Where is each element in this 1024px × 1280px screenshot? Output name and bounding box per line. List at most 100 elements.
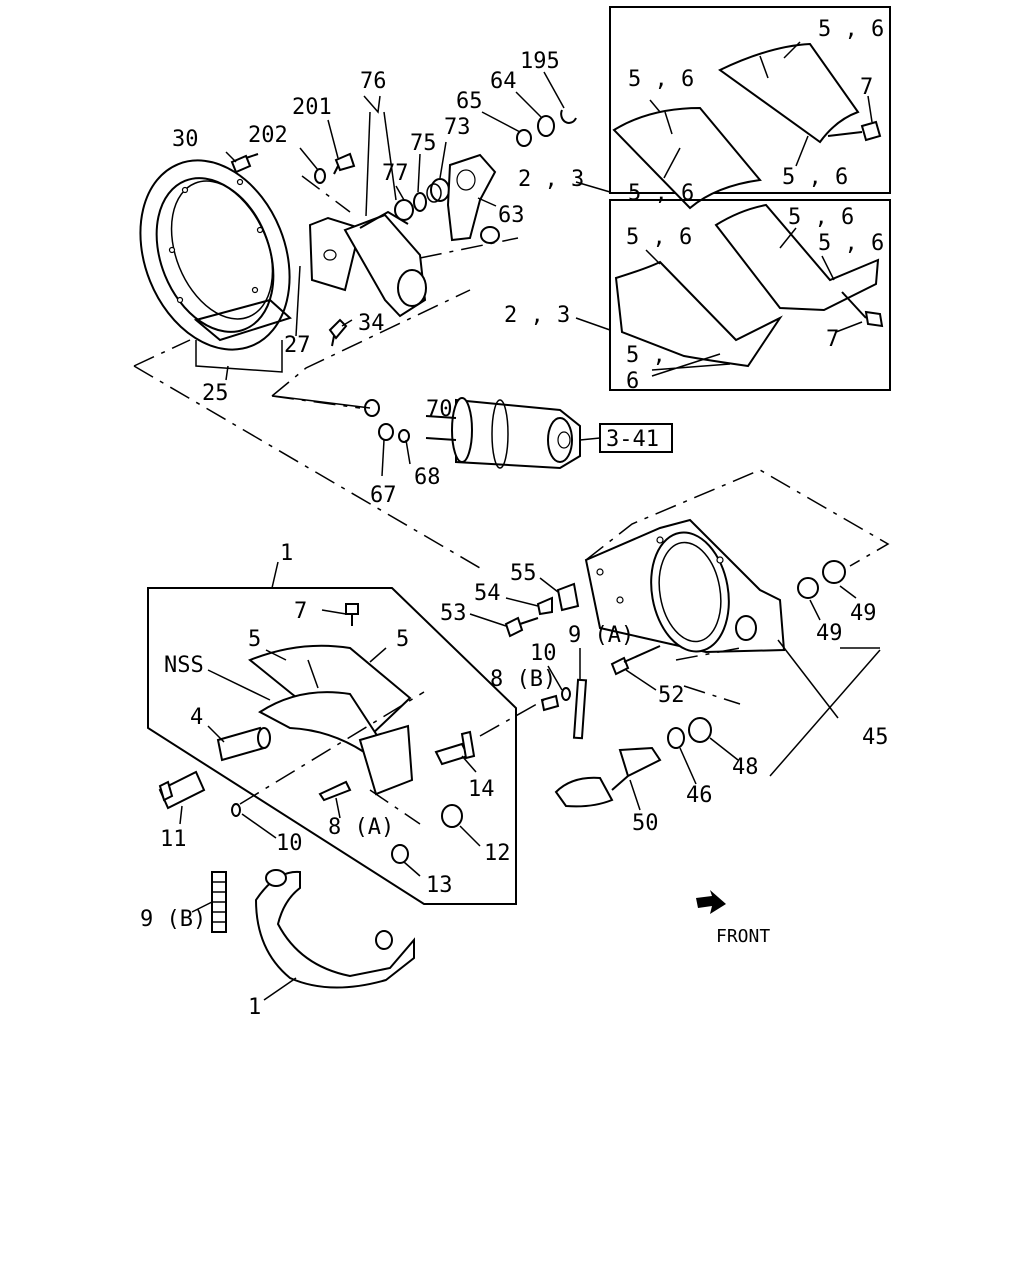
shoe-mid-left xyxy=(614,260,783,368)
callout-7-tr: 7 xyxy=(860,75,873,100)
shoe-assembly-box xyxy=(147,587,517,905)
pin-8a xyxy=(318,780,352,802)
camshaft-50 xyxy=(554,746,662,808)
callout-12: 12 xyxy=(484,841,511,866)
callout-7-mr: 7 xyxy=(826,327,839,352)
brake-spider xyxy=(584,518,786,654)
lining-box-top xyxy=(609,6,891,194)
snap-ring-195 xyxy=(560,109,577,124)
callout-55: 55 xyxy=(510,561,537,586)
washer-68 xyxy=(398,429,410,443)
callout-195: 195 xyxy=(520,49,560,74)
lining-box-mid xyxy=(609,199,891,391)
callout-201: 201 xyxy=(292,95,332,120)
slack-adjuster-63 xyxy=(446,153,500,244)
callout-34: 34 xyxy=(358,311,385,336)
brake-shoe-lower xyxy=(254,869,415,989)
callout-2-3-mid: 2 , 3 xyxy=(504,303,570,328)
callout-5-mr: 5 , xyxy=(626,343,666,368)
brake-chamber xyxy=(425,397,581,470)
callout-3-41-box xyxy=(599,423,673,453)
callout-5-6-tr-d: 5 , 6 xyxy=(782,165,848,190)
callout-5-6-tr-b: 5 , 6 xyxy=(628,67,694,92)
spring-9a xyxy=(572,678,588,740)
callout-labels: 30 202 201 76 77 75 73 65 64 195 63 2 , … xyxy=(140,17,889,1020)
callout-8a: 8 (A) xyxy=(328,815,394,840)
pin-14 xyxy=(434,730,476,766)
spring-9b xyxy=(211,871,227,933)
callout-49-b: 49 xyxy=(850,601,877,626)
shoe-mid-right xyxy=(714,203,880,312)
bolt-30 xyxy=(230,153,259,174)
callout-64: 64 xyxy=(490,69,517,94)
bushing-49a xyxy=(797,577,819,599)
callout-3-41: 3-41 xyxy=(606,427,659,452)
callout-9b: 9 (B) xyxy=(140,907,206,932)
callout-1-top: 1 xyxy=(280,541,293,566)
callout-63: 63 xyxy=(498,203,525,228)
callout-5-6-mr-c: 5 , 6 xyxy=(818,231,884,256)
callout-52: 52 xyxy=(658,683,685,708)
bushing-4 xyxy=(216,726,271,762)
callout-9a: 9 (A) xyxy=(568,623,634,648)
nut-67 xyxy=(378,423,394,441)
seal-48 xyxy=(688,717,712,743)
callout-202: 202 xyxy=(248,123,288,148)
callout-30: 30 xyxy=(172,127,199,152)
shoe-assembly xyxy=(248,644,414,796)
bolt-201 xyxy=(333,152,356,175)
callout-11: 11 xyxy=(160,827,187,852)
callout-8b: 8 (B) xyxy=(490,667,556,692)
bolt-7-top xyxy=(827,120,882,142)
callout-2-3-top: 2 , 3 xyxy=(518,167,584,192)
bolt-7-assembly xyxy=(345,603,359,626)
bolt-52 xyxy=(610,645,661,676)
screw-202 xyxy=(314,168,326,184)
callout-4: 4 xyxy=(190,705,203,730)
callout-49-a: 49 xyxy=(816,621,843,646)
callout-5-6-tr-a: 5 , 6 xyxy=(818,17,884,42)
callout-67: 67 xyxy=(370,483,397,508)
callout-1-bottom: 1 xyxy=(248,995,261,1020)
callout-7: 7 xyxy=(294,599,307,624)
callout-54: 54 xyxy=(474,581,501,606)
grease-fitting-34 xyxy=(328,318,348,347)
front-label: FRONT xyxy=(716,926,770,947)
washer-46 xyxy=(667,727,685,749)
front-arrow-icon xyxy=(696,890,726,914)
clip-10a xyxy=(231,803,241,817)
callout-5-6-tr-c: 5 , 6 xyxy=(628,181,694,206)
ring-65 xyxy=(516,129,532,147)
callout-6-mr: 6 xyxy=(626,369,639,394)
lining-top-right xyxy=(718,42,860,144)
roller-12 xyxy=(441,804,463,828)
washer-64 xyxy=(537,115,555,137)
callout-5-a: 5 xyxy=(248,627,261,652)
bolt-7-mid xyxy=(841,291,884,328)
callout-48: 48 xyxy=(732,755,759,780)
callout-27: 27 xyxy=(284,333,311,358)
callout-10-a: 10 xyxy=(276,831,303,856)
callout-75: 75 xyxy=(410,131,437,156)
roller-11 xyxy=(158,770,206,810)
callout-25: 25 xyxy=(202,381,229,406)
ring-13 xyxy=(391,844,409,864)
callout-50: 50 xyxy=(632,811,659,836)
callout-65: 65 xyxy=(456,89,483,114)
leader-lines xyxy=(179,41,873,1001)
lining-top-left xyxy=(612,106,762,210)
bushing-77 xyxy=(394,199,414,221)
callout-46: 46 xyxy=(686,783,713,808)
callout-14: 14 xyxy=(468,777,495,802)
callout-45: 45 xyxy=(862,725,889,750)
callout-13: 13 xyxy=(426,873,453,898)
callout-68: 68 xyxy=(414,465,441,490)
seal-75 xyxy=(413,192,427,212)
backing-plate xyxy=(139,159,292,351)
bushing-49b xyxy=(822,560,846,584)
callout-77: 77 xyxy=(382,161,409,186)
callout-53: 53 xyxy=(440,601,467,626)
plate-55 xyxy=(556,582,580,612)
